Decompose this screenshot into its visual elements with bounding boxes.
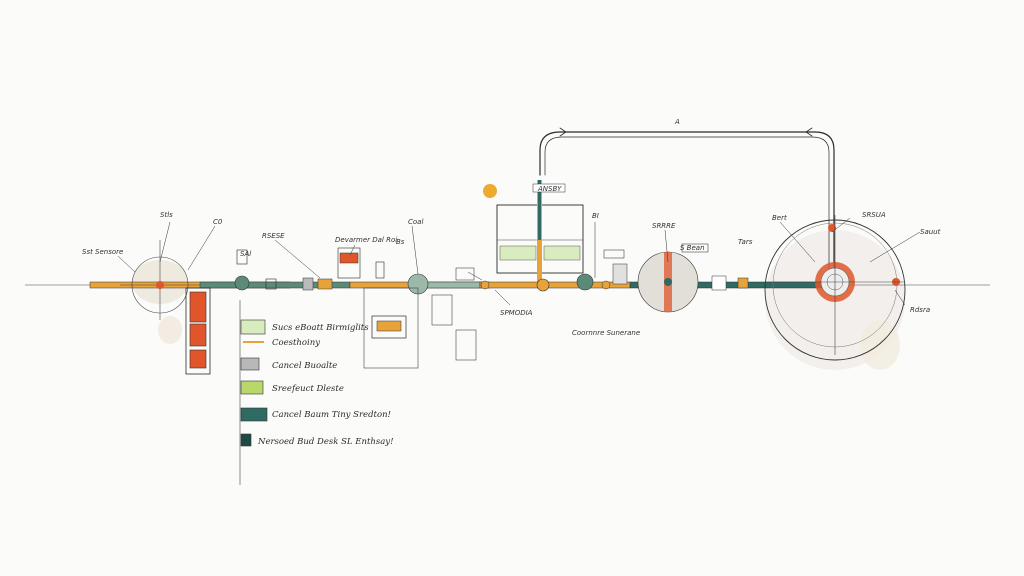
right-flywheel — [764, 215, 906, 361]
legend-text-1: Sucs eBoatt Birmiglits — [272, 323, 369, 333]
component-labels: Sst Sensore Stls C0 SAl RSESE Devarmer D… — [82, 211, 941, 337]
legend-text-5: Cancel Baum Tiny Sredton! — [272, 410, 391, 420]
label-rsese: RSESE — [262, 232, 285, 240]
label-srrre: SRRRE — [652, 222, 676, 230]
legend-swatch-5 — [240, 407, 268, 422]
label-spmodia: SPMODIA — [500, 309, 533, 317]
label-bs: Bs — [396, 238, 405, 246]
label-coornnre: Coornnre Sunerane — [572, 329, 640, 337]
legend-swatch-1 — [240, 319, 266, 335]
legend-text-3: Cancel Buoalte — [272, 361, 337, 371]
label-c0: C0 — [213, 218, 223, 226]
leader-lines — [117, 217, 921, 306]
legend-swatch-3 — [240, 357, 260, 371]
label-coal: Coal — [408, 218, 423, 226]
legend-swatch-4 — [240, 380, 264, 395]
label-stls: Stls — [160, 211, 173, 219]
left-flywheel — [120, 240, 211, 375]
top-arrow-label: A — [674, 118, 680, 126]
legend-swatch-6 — [240, 433, 252, 447]
label-bert: Bert — [772, 214, 787, 222]
right-components — [536, 243, 749, 313]
left-components — [234, 247, 490, 369]
label-tars: Tars — [738, 238, 753, 246]
central-tank: ANSBY — [496, 180, 584, 285]
label-sauut: Sauut — [920, 228, 941, 236]
label-srsua: SRSUA — [862, 211, 886, 219]
orange-marker — [483, 184, 497, 198]
top-box-label: ANSBY — [537, 185, 562, 193]
legend-text-2: Coesthoiny — [272, 338, 320, 348]
label-rdsra: Rdsra — [910, 306, 930, 314]
legend-text-6: Nersoed Bud Desk SL Enthsay! — [257, 437, 394, 447]
label-sbean: S Bean — [680, 244, 705, 252]
legend-text-4: Sreefeuct Dleste — [272, 384, 344, 394]
top-loop-pipe: A — [539, 118, 835, 286]
label-sal: SAl — [240, 250, 251, 258]
label-sensor: Sst Sensore — [82, 248, 123, 256]
legend: Sucs eBoatt Birmiglits Coesthoiny Cancel… — [239, 300, 394, 485]
label-bi: BI — [592, 212, 599, 220]
label-devarmer: Devarmer Dal Roi — [335, 236, 397, 244]
